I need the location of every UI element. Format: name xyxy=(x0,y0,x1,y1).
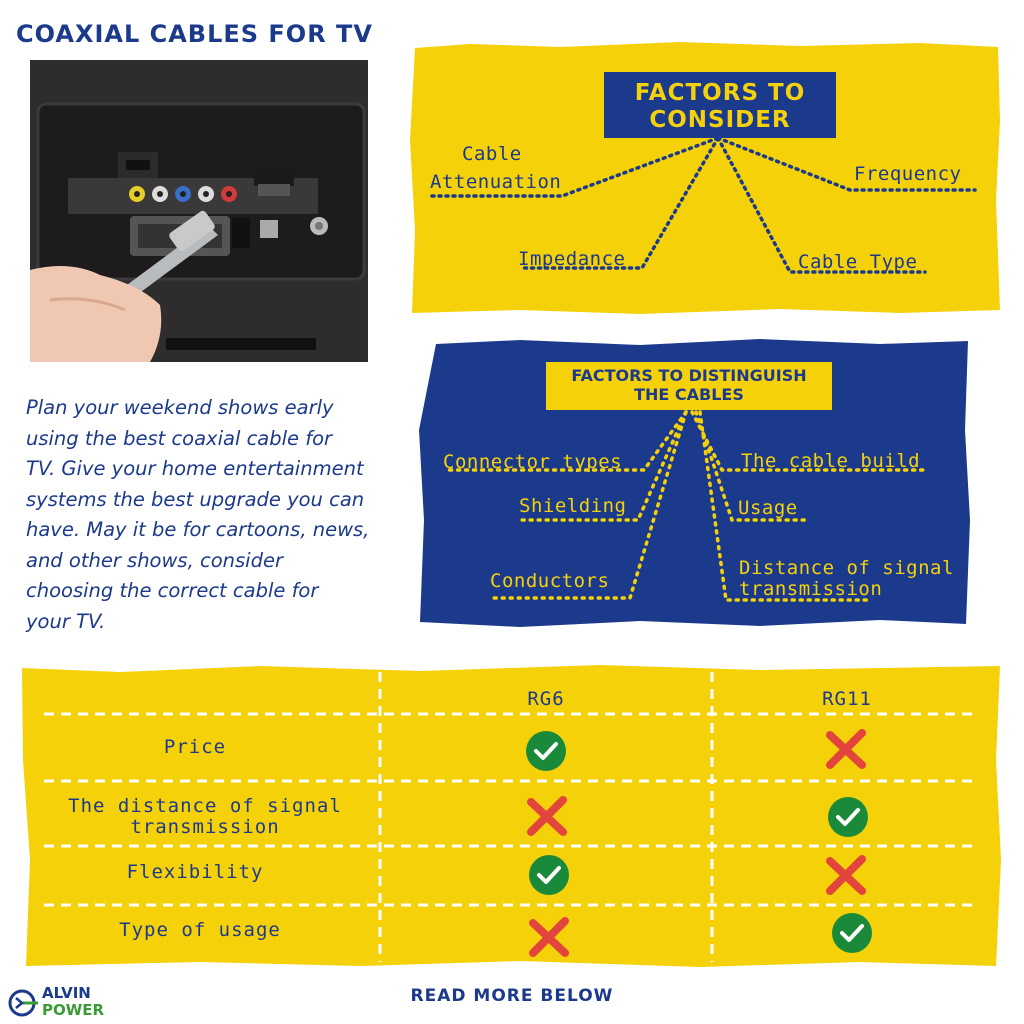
row-label-price: Price xyxy=(163,736,227,758)
column-header-rg6: RG6 xyxy=(527,688,565,710)
row-label-flexibility: Flexibility xyxy=(126,861,264,883)
intro-line: Plan your weekend shows early xyxy=(26,396,334,419)
intro-line: systems the best upgrade you can xyxy=(26,487,365,511)
factors-title-line: FACTORS TO xyxy=(634,80,806,106)
row-label-line: The distance of signal xyxy=(68,795,342,817)
label-cable-type: Cable Type xyxy=(798,251,918,273)
intro-line: choosing the correct cable for xyxy=(26,579,319,602)
factors-panel-bg xyxy=(410,42,1000,314)
intro-line: and other shows, consider xyxy=(26,548,283,572)
distinguish-panel-bg xyxy=(419,339,970,627)
label-distance-signal: transmission xyxy=(739,578,883,600)
intro-line: your TV. xyxy=(26,609,106,633)
label-cable-attenuation: Cable xyxy=(462,143,522,165)
check-circle-icon xyxy=(529,855,569,895)
check-circle-icon xyxy=(828,797,868,837)
distinguish-title: FACTORS TO DISTINGUISH THE CABLES xyxy=(546,362,832,410)
factors-title-line: CONSIDER xyxy=(649,107,791,133)
label-connector-types: Connector types xyxy=(443,451,623,473)
intro-line: using the best coaxial cable for xyxy=(26,426,333,450)
tv-ports-photo xyxy=(30,60,368,362)
logo-text: POWER xyxy=(42,1001,105,1019)
page-title: COAXIAL CABLES FOR TV xyxy=(16,20,373,48)
distinguish-title-line: THE CABLES xyxy=(634,385,744,404)
label-conductors: Conductors xyxy=(490,570,610,592)
red-x-icon xyxy=(826,729,866,769)
red-x-icon xyxy=(527,796,567,836)
check-circle-icon xyxy=(526,731,566,771)
row-label-distance: The distance of signal transmission xyxy=(30,796,380,838)
plug-icon xyxy=(8,989,38,1017)
label-distance-signal: Distance of signal xyxy=(739,557,954,579)
label-impedance: Impedance xyxy=(518,248,626,270)
label-shielding: Shielding xyxy=(519,495,627,517)
logo-text: ALVIN xyxy=(42,984,91,1002)
red-x-icon xyxy=(529,917,569,957)
read-more-link[interactable]: READ MORE BELOW xyxy=(410,986,614,1006)
label-cable-attenuation: Attenuation xyxy=(430,171,562,193)
comparison-panel-bg xyxy=(22,665,1001,967)
intro-line: have. May it be for cartoons, news, xyxy=(26,518,370,541)
label-cable-build: The cable build xyxy=(741,450,921,472)
check-circle-icon xyxy=(832,913,872,953)
intro-line: TV. Give your home entertainment xyxy=(26,457,364,480)
distinguish-title-line: FACTORS TO DISTINGUISH xyxy=(571,366,807,385)
row-label-line: transmission xyxy=(130,816,280,838)
factors-title: FACTORS TO CONSIDER xyxy=(604,72,836,138)
label-frequency: Frequency xyxy=(854,163,962,185)
intro-paragraph: Plan your weekend shows early using the … xyxy=(26,393,411,637)
row-label-type-of-usage: Type of usage xyxy=(119,919,281,941)
label-usage: Usage xyxy=(738,497,798,519)
column-header-rg11: RG11 xyxy=(822,688,872,710)
red-x-icon xyxy=(826,855,866,895)
